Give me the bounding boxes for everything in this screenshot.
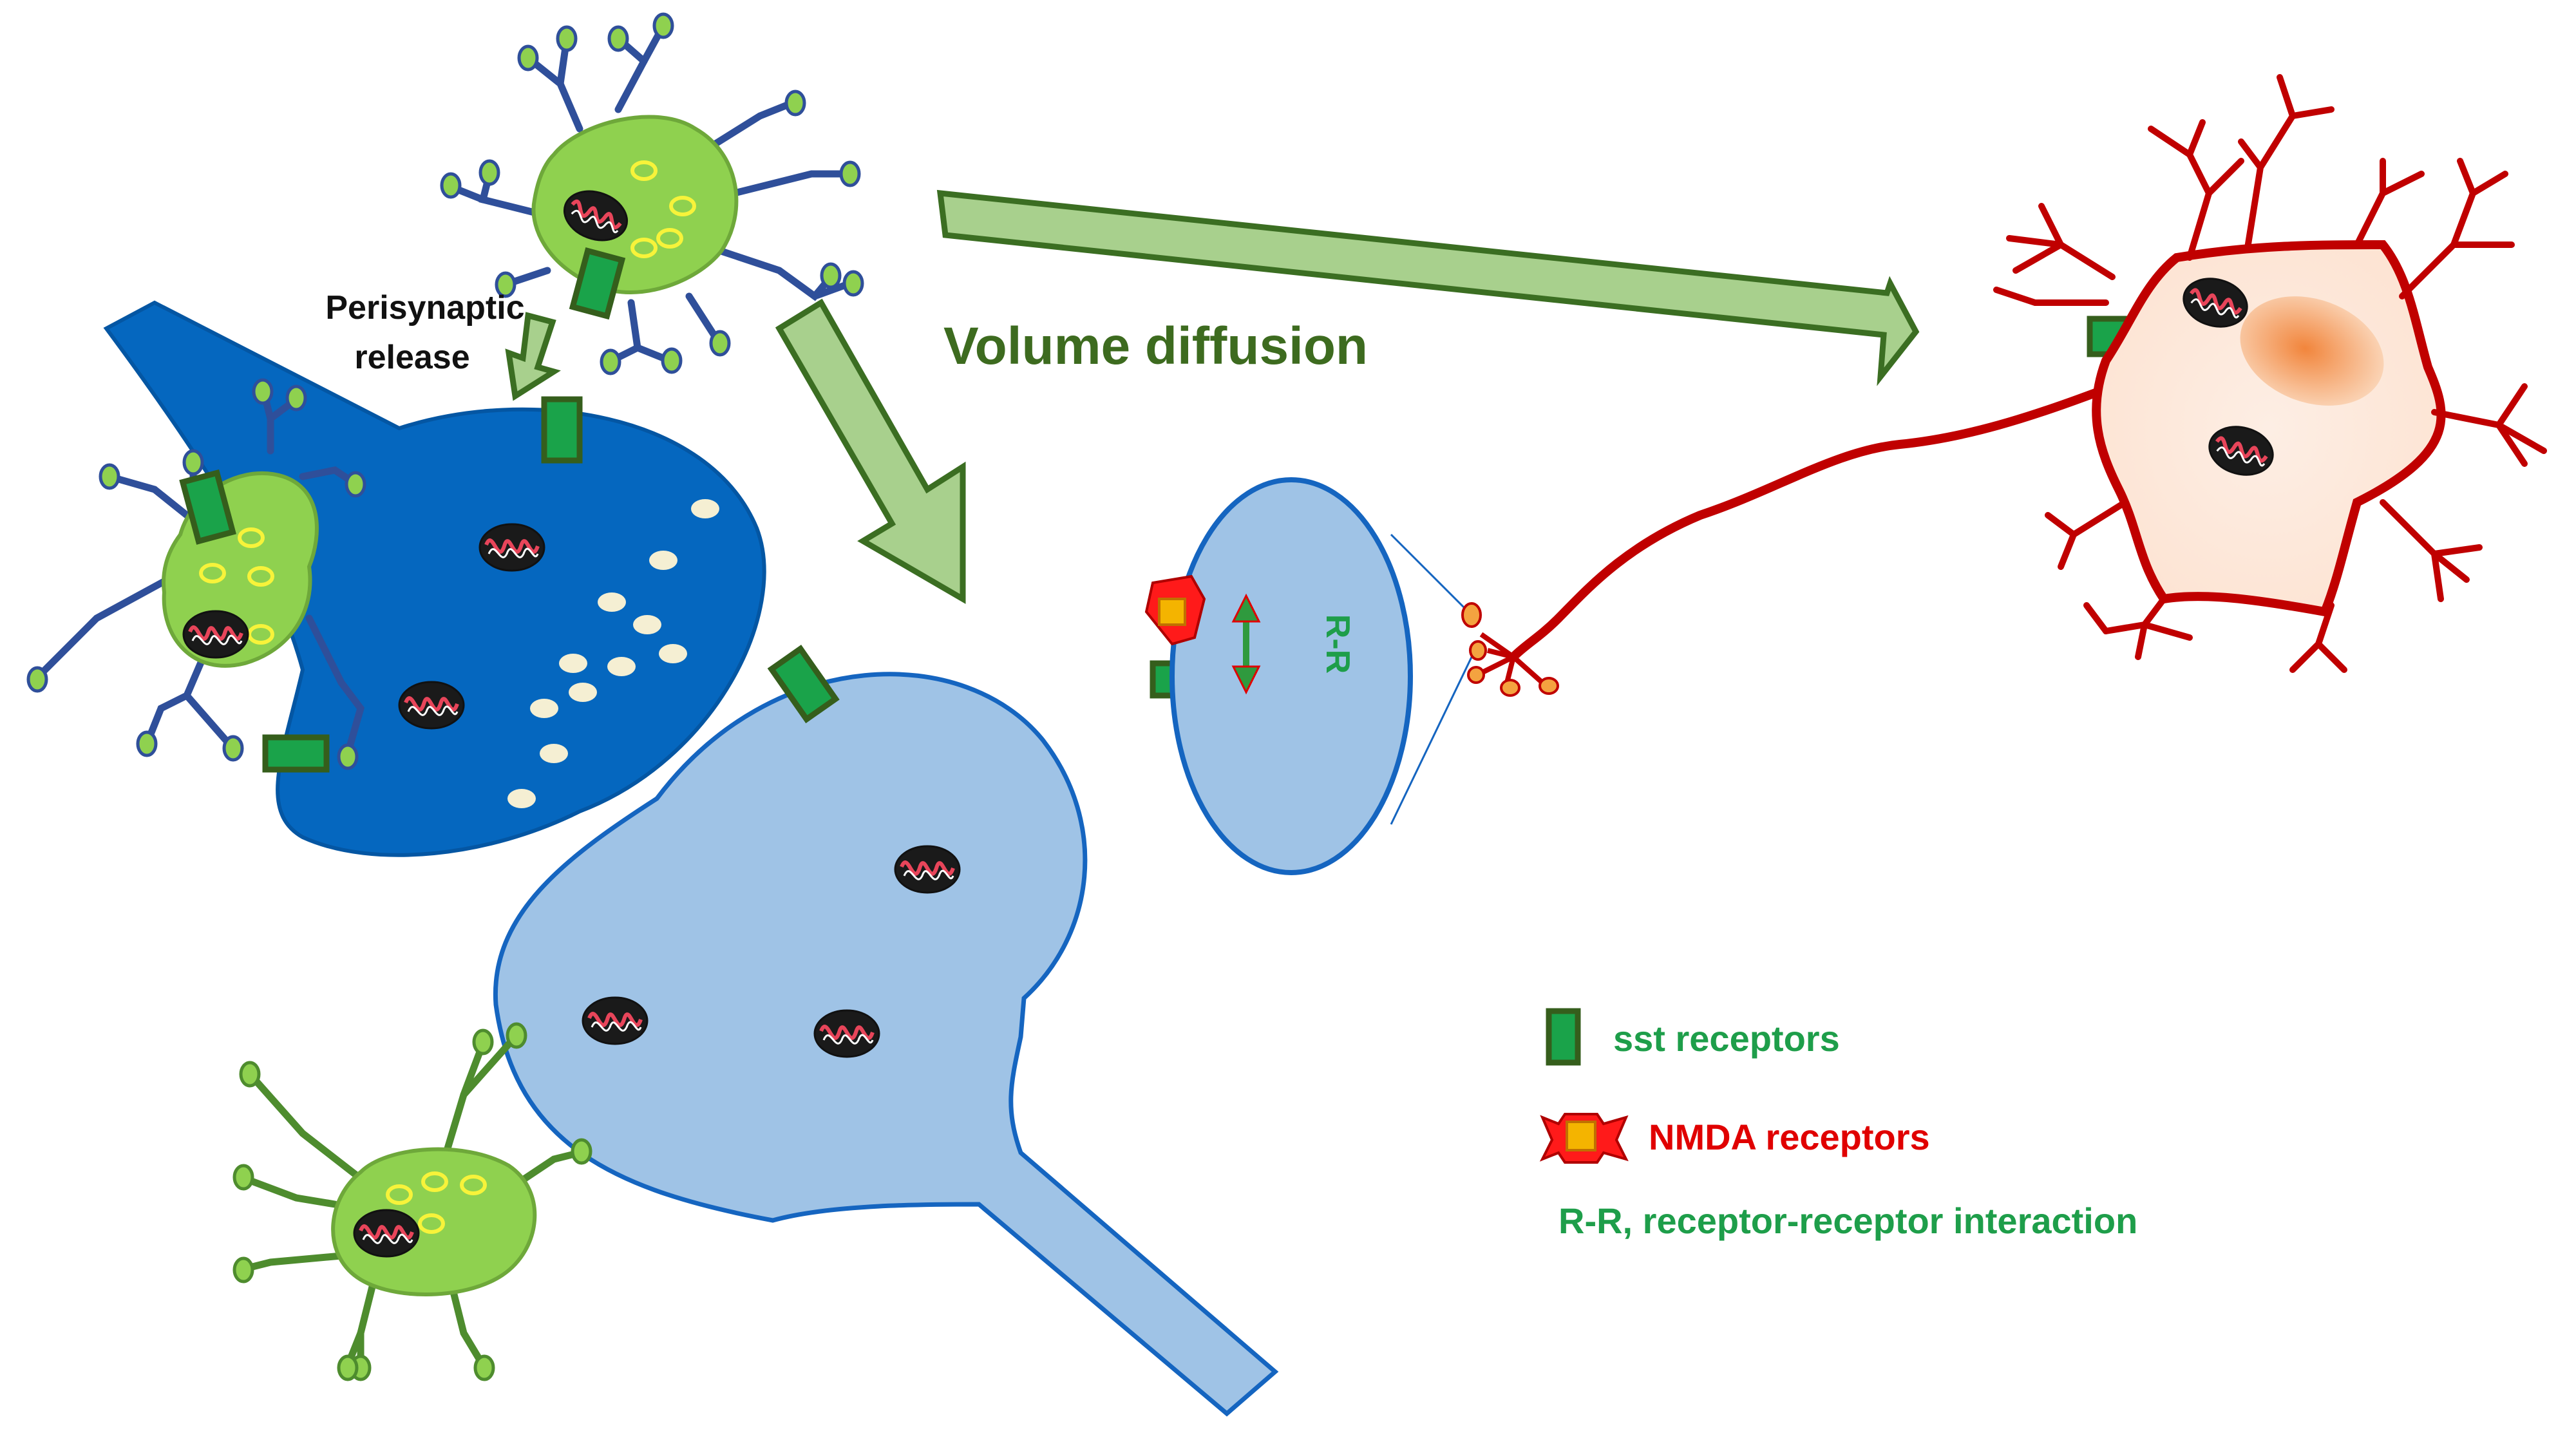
perisynaptic-label-line1: Perisynaptic (325, 289, 524, 327)
mitochondrion-icon (480, 524, 544, 571)
sst-receptors (179, 247, 2154, 773)
sst-receptor (262, 734, 330, 773)
rr-label: R-R (1319, 614, 1356, 674)
volume-diffusion-arrow (936, 189, 1920, 386)
sst-receptor (541, 396, 583, 464)
mitochondrion-icon (895, 846, 960, 893)
sst-receptor (569, 247, 626, 320)
mitochondrion-icon (184, 611, 248, 658)
perisynaptic-label-line2: release (354, 339, 469, 376)
mitochondrion-icon (354, 1210, 419, 1256)
legend-sst-label: sst receptors (1613, 1018, 1840, 1059)
rr-double-arrow (1231, 593, 1261, 695)
legend-nmda-label: NMDA receptors (1649, 1117, 1930, 1157)
receptor-zoom: R-R (1144, 477, 1476, 875)
legend-rr-note: R-R, receptor-receptor interaction (1558, 1200, 2137, 1241)
mitochondrion-icon (583, 998, 647, 1044)
sst-receptor (179, 469, 236, 545)
legend: sst receptors NMDA receptors R-R, recept… (1539, 1008, 2137, 1241)
nmda-receptor (1144, 574, 1206, 646)
perisynaptic-arrow (505, 312, 561, 401)
mitochondrion-icon (399, 682, 464, 728)
distant-neuron (1461, 74, 2547, 697)
sst-receptor (767, 645, 840, 724)
volume-diffusion-label: Volume diffusion (943, 317, 1368, 375)
legend-nmda-swatch (1539, 1113, 1629, 1164)
postsynaptic-terminal (493, 672, 1279, 1417)
astrocyte-top (440, 12, 864, 375)
diffusion-arrows (505, 189, 1920, 604)
legend-sst-swatch (1546, 1008, 1581, 1066)
astrocyte-bottom (232, 1022, 592, 1381)
diagonal-diffusion-arrow (775, 298, 966, 604)
mitochondrion-icon (815, 1010, 879, 1057)
synaptic-vesicles (507, 499, 719, 808)
